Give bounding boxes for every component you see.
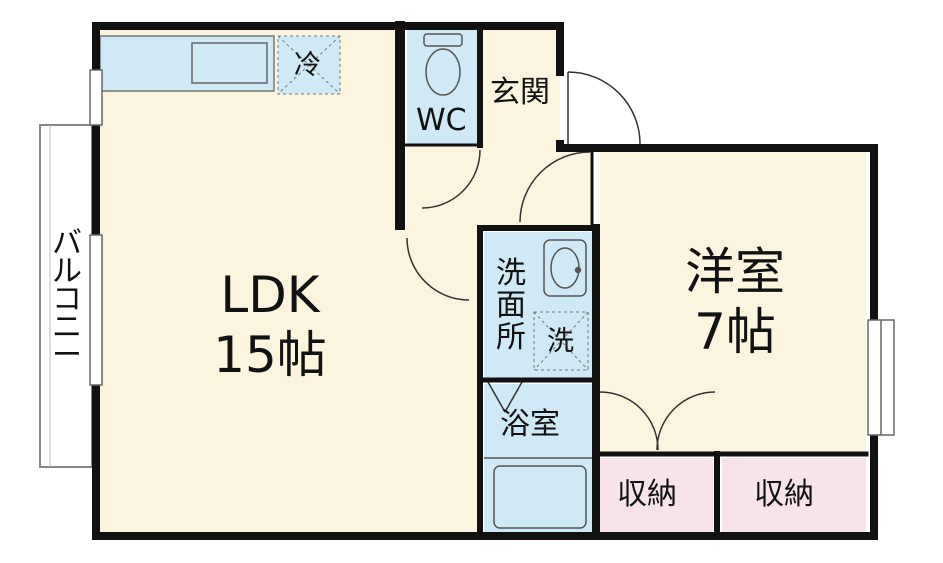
ldk-name-label: LDK <box>220 266 320 324</box>
entrance-floor <box>480 30 560 145</box>
entrance-label: 玄関 <box>490 75 550 110</box>
wash-basin <box>543 239 587 297</box>
storage-2-label: 収納 <box>754 477 814 512</box>
kitchen-sink <box>191 42 268 84</box>
windows <box>89 69 895 436</box>
bath-label: 浴室 <box>500 407 560 442</box>
balcony <box>39 124 93 468</box>
western-size-label: 7帖 <box>694 303 776 361</box>
washer-label: 洗 <box>547 326 574 357</box>
washroom-label: 洗面所 <box>496 256 526 355</box>
fridge-label: 冷 <box>294 50 321 81</box>
ldk-floor <box>100 30 480 532</box>
toilet-fixture <box>423 33 463 96</box>
storage-2-floor <box>722 458 866 532</box>
door-swings <box>406 71 716 451</box>
western-name-label: 洋室 <box>685 243 785 301</box>
storage-1-floor <box>600 458 713 532</box>
wc-label: WC <box>416 103 467 138</box>
western-floor <box>600 152 866 452</box>
balcony-label: バルコニー <box>52 226 82 373</box>
storage-1-label: 収納 <box>617 477 677 512</box>
bathtub <box>493 465 587 529</box>
walls <box>92 21 878 540</box>
ldk-size-label: 15帖 <box>213 326 327 384</box>
